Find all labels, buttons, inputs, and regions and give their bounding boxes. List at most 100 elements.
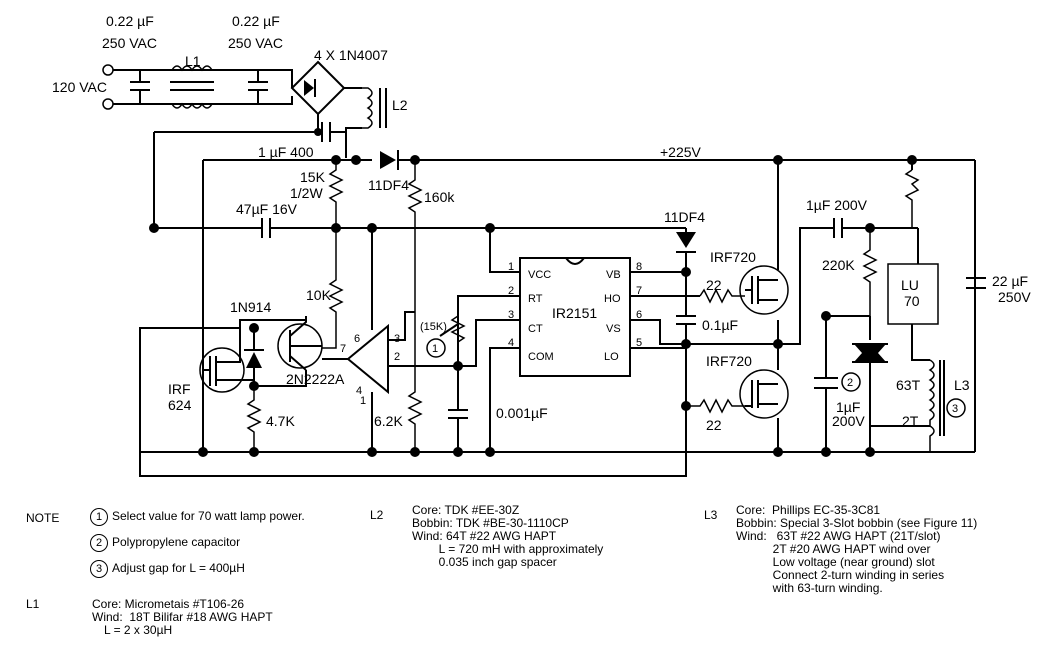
note-label: NOTE [26,511,60,525]
l3-spec-line: 2T #20 AWG HAPT wind over [736,542,931,556]
note-number: 3 [90,560,108,578]
note-text: Polypropylene capacitor [112,535,241,550]
pin-number: 8 [636,261,642,273]
callout-3: 3 [952,403,958,415]
note-item: 1 Select value for 70 watt lamp power. [90,508,305,526]
irf720-high-mosfet [739,265,789,315]
l1-label: L1 [185,53,201,69]
opamp-pin: 3 [394,333,400,345]
l2-spec-line: Bobbin: TDK #BE-30-1110CP [412,516,569,530]
ir2151-ic [519,257,631,377]
pin-number: 6 [636,309,642,321]
irf624-label-b: 624 [168,397,192,413]
r22-top-label: 22 [706,277,722,293]
cap-in1-value: 0.22 µF [106,13,154,29]
irf624-label-a: IRF [168,381,191,397]
cap-47u-label: 47µF 16V [236,201,298,217]
l1-spec-line: Core: Micrometais #T106-26 [92,597,245,611]
note-item: 3 Adjust gap for L = 400µH [90,560,305,578]
l2-spec-line: Core: TDK #EE-30Z [412,503,520,517]
l2-label: L2 [392,97,408,113]
irf720-low-mosfet [739,369,789,419]
cap-1u200b-value: 1µF [836,399,860,415]
note-text: Adjust gap for L = 400µH [112,561,245,576]
cap-22u-value: 22 µF [992,273,1028,289]
l2-spec-line: Wind: 64T #22 AWG HAPT [412,529,557,543]
cap-in1-rating: 250 VAC [102,35,157,51]
cap-01u-label: 0.1µF [702,317,738,333]
l2-inductor [362,87,387,129]
lamp-70-label: 70 [904,293,920,309]
lamp-lu-label: LU [901,277,919,293]
opamp-pin: 6 [354,333,360,345]
callout-3-circle [946,398,966,418]
r22-bottom-label: 22 [706,417,722,433]
component-labels: 0.22 µF 250 VAC 0.22 µF 250 VAC 120 VAC … [52,13,1031,433]
ac-input-section [102,60,387,158]
pin-com-label: COM [528,351,554,363]
callout-2: 2 [847,377,853,389]
q-low-label: IRF720 [706,353,752,369]
pin-vcc-label: VCC [528,269,551,281]
opamp-pin: 7 [340,343,346,355]
ac-terminal-bottom [102,98,114,110]
bridge-rectifier [290,60,346,116]
pin-number: 5 [636,337,642,349]
l1-spec-label: L1 [26,597,40,611]
q-npn-label: 2N2222A [286,371,345,387]
cap-0001u-label: 0.001µF [496,405,548,421]
circuit-wiring [139,131,986,477]
trim-15k-label: (15K) [420,321,447,333]
irf624-mosfet [199,347,245,393]
l3-spec-line: Connect 2-turn winding in series [736,568,945,582]
ac-input-label: 120 VAC [52,79,107,95]
l3-spec-line: Low voltage (near ground) slot [736,555,935,569]
pin-number: 2 [508,285,514,297]
diode-11df4-b-label: 11DF4 [664,209,705,225]
pin-number: 3 [508,309,514,321]
cap-in2-rating: 250 VAC [228,35,283,51]
l3-label: L3 [954,377,970,393]
ic-label: IR2151 [552,305,597,321]
l3-63t-label: 63T [896,377,921,393]
l3-spec-line: with 63-turn winding. [736,581,883,595]
r15k-rating: 1/2W [290,185,323,201]
l3-2t-label: 2T [902,413,919,429]
l1-spec-line: L = 2 x 30µH [104,623,173,637]
pin-vb-label: VB [606,269,621,281]
r160k-label: 160k [424,189,455,205]
l3-spec-label: L3 [704,508,718,522]
pin-ct-label: CT [528,323,543,335]
cap-1u400-label: 1 µF 400 [258,144,314,160]
pin-ho-label: HO [604,293,621,305]
rail-225v-label: +225V [660,144,702,160]
l1-common-mode-choke [170,65,214,109]
l3-spec-line: Bobbin: Special 3-Slot bobbin (see Figur… [736,516,978,530]
r47k-label: 4.7K [266,413,295,429]
l2-spec: Core: TDK #EE-30Z Bobbin: TDK #BE-30-111… [412,504,603,569]
q-high-label: IRF720 [710,249,756,265]
pin-number: 4 [508,337,514,349]
l1-spec: Core: Micrometais #T106-26 Wind: 18T Bil… [92,598,273,637]
cap-22u-rating: 250V [998,289,1031,305]
pin-vs-label: VS [606,323,621,335]
pin-number: 1 [508,261,514,273]
pin-lo-label: LO [604,351,619,363]
cap-in2-value: 0.22 µF [232,13,280,29]
cap-1u200b-rating: 200V [832,413,865,429]
note-label-block: NOTE [26,512,59,525]
l3-spec: Core: Phillips EC-35-3C81 Bobbin: Specia… [736,504,977,595]
l3-spec-line: Core: Phillips EC-35-3C81 [736,503,881,517]
r220k-label: 220K [822,257,855,273]
opamp-pin: 1 [360,395,366,407]
note-number: 1 [90,508,108,526]
opamp-pin: 2 [394,351,400,363]
note-text: Select value for 70 watt lamp power. [112,509,305,524]
callout-1-circle [426,338,446,358]
l3-spec-line: Wind: 63T #22 AWG HAPT (21T/slot) [736,529,941,543]
junction-dots [149,128,917,457]
l2-spec-line: L = 720 mH with approximately [412,542,604,556]
